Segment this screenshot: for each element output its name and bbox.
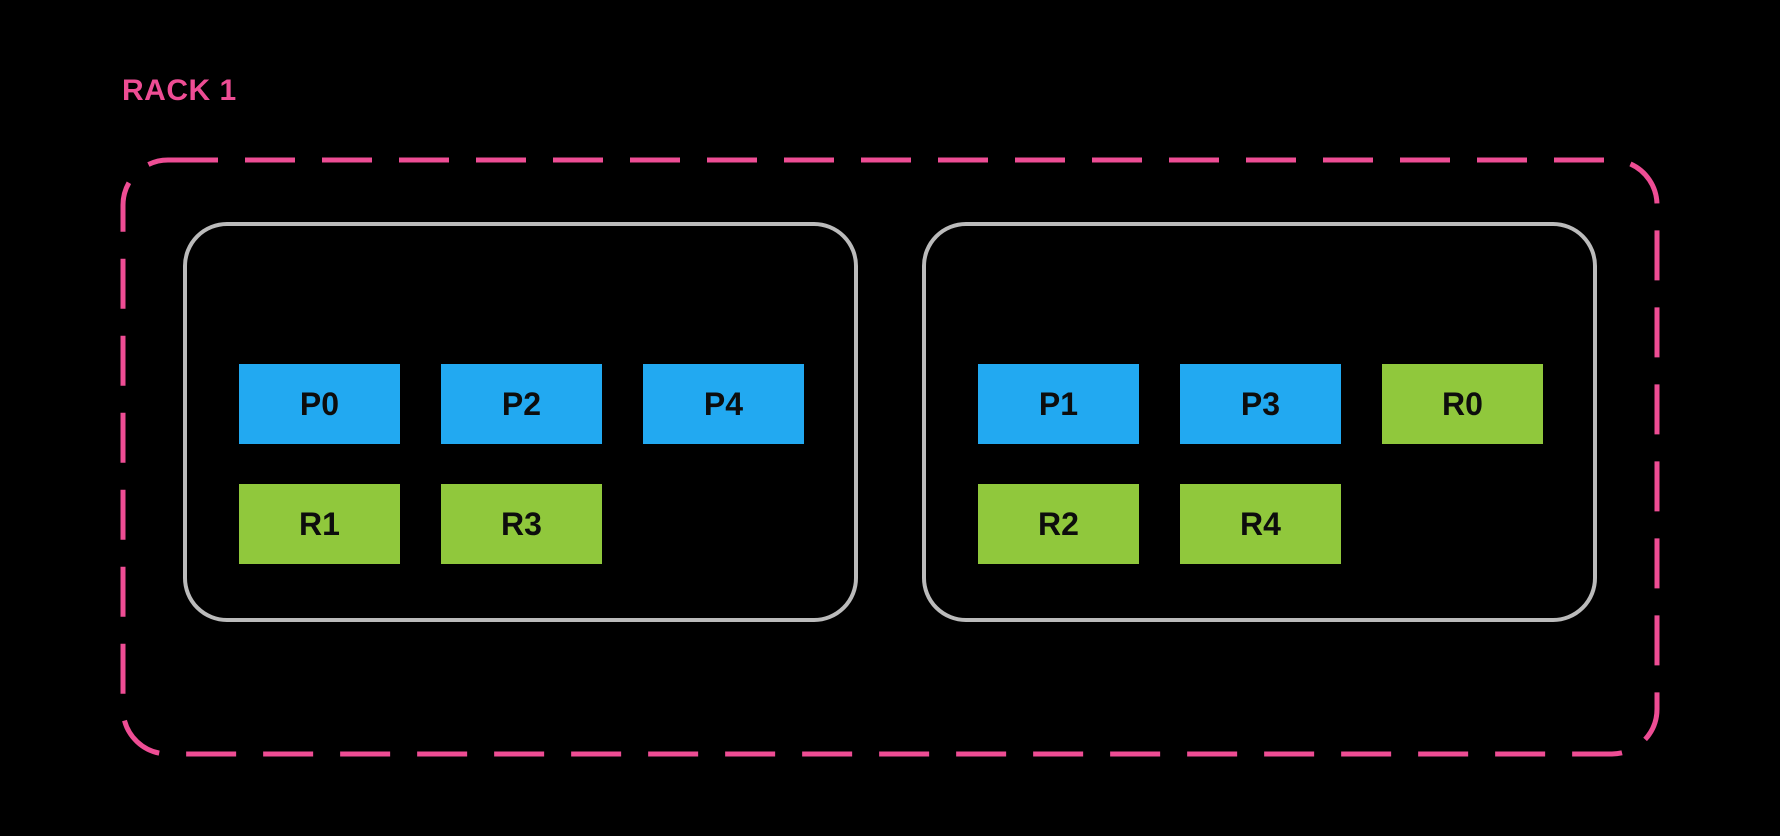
shard-chip-p3: P3 <box>1180 364 1341 444</box>
host-box-1: P0 P2 P4 R1 R3 <box>183 222 858 622</box>
rack-dashed-border <box>120 157 1660 757</box>
shard-chip-p0: P0 <box>239 364 400 444</box>
shard-chip-r3: R3 <box>441 484 602 564</box>
shard-chip-r4: R4 <box>1180 484 1341 564</box>
host-box-2: P1 P3 R0 R2 R4 <box>922 222 1597 622</box>
shard-row-bottom: R1 R3 <box>239 484 854 564</box>
shard-row-top: P0 P2 P4 <box>239 364 854 444</box>
host-group: P0 P2 P4 R1 R3 P1 P3 R0 R2 R4 <box>183 222 1597 622</box>
shard-row-top: P1 P3 R0 <box>978 364 1593 444</box>
shard-row-bottom: R2 R4 <box>978 484 1593 564</box>
shard-chip-r1: R1 <box>239 484 400 564</box>
shard-chip-r2: R2 <box>978 484 1139 564</box>
shard-chip-p4: P4 <box>643 364 804 444</box>
shard-chip-p1: P1 <box>978 364 1139 444</box>
rack-label: RACK 1 <box>122 74 237 107</box>
shard-chip-p2: P2 <box>441 364 602 444</box>
shard-chip-r0: R0 <box>1382 364 1543 444</box>
